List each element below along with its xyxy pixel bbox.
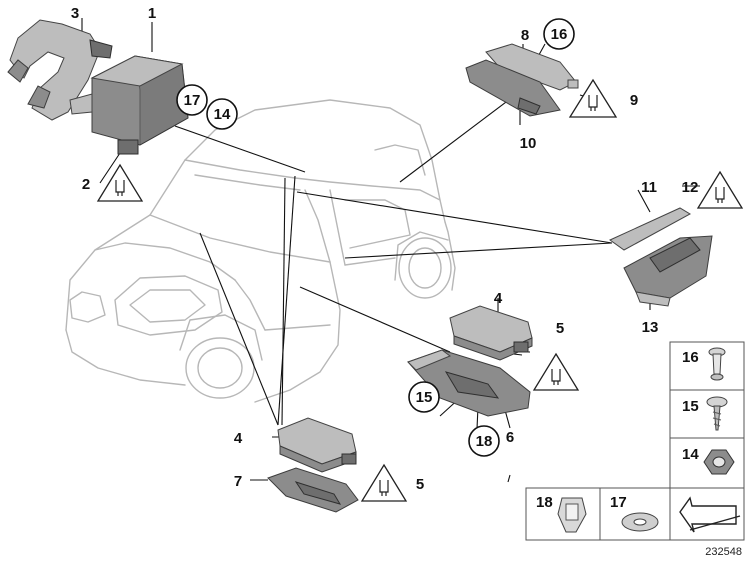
circle-callout-14: 14 — [206, 98, 238, 130]
legend-14-label: 14 — [682, 446, 699, 463]
callout-15-label: 15 — [416, 389, 433, 406]
callout-6: 6 — [506, 429, 514, 446]
legend-17-label: 17 — [610, 494, 627, 511]
small-parts-legend: 16 15 14 18 17 — [525, 341, 745, 541]
warning-triangle-9 — [568, 78, 618, 118]
legend-18-label: 18 — [536, 494, 553, 511]
legend-16-label: 16 — [682, 349, 699, 366]
legend-15-label: 15 — [682, 398, 699, 415]
warning-triangle-12 — [696, 170, 744, 209]
callout-5-right: 5 — [556, 320, 564, 337]
screw-icon — [706, 396, 728, 431]
circle-callout-17: 17 — [176, 84, 208, 116]
part-module-lower — [277, 417, 357, 473]
warning-triangle-5-lower — [360, 463, 408, 502]
part-holder-right — [407, 349, 531, 417]
callout-7: 7 — [234, 473, 242, 490]
callout-8: 8 — [521, 27, 529, 44]
circle-callout-15: 15 — [408, 381, 440, 413]
part-module-right — [449, 305, 533, 361]
callout-3: 3 — [71, 5, 79, 22]
callout-14-label: 14 — [214, 106, 231, 123]
reference-number: 232548 — [705, 546, 742, 558]
washer-icon — [621, 512, 659, 532]
callout-18-label: 18 — [476, 433, 493, 450]
circle-callout-16: 16 — [543, 18, 575, 50]
warning-triangle-5-right — [532, 352, 580, 391]
arrow-symbol-icon — [679, 496, 741, 533]
part-control-unit — [69, 55, 189, 155]
part-bracket — [7, 19, 113, 121]
callout-12: 12 — [682, 179, 699, 196]
warning-triangle-2 — [96, 163, 144, 202]
callout-13: 13 — [642, 319, 659, 336]
callout-9: 9 — [630, 92, 638, 109]
callout-4-lower: 4 — [234, 430, 243, 447]
rivet-icon — [708, 347, 726, 381]
callout-1: 1 — [148, 5, 156, 22]
callout-17-label: 17 — [184, 92, 201, 109]
leader-lines — [81, 18, 700, 483]
clip-icon — [557, 497, 587, 533]
callout-16-label: 16 — [551, 26, 568, 43]
callout-10: 10 — [520, 135, 537, 152]
callout-11: 11 — [641, 179, 657, 196]
circle-callout-18: 18 — [468, 425, 500, 457]
part-holder-lower — [267, 467, 359, 513]
part-rear-holder — [609, 207, 713, 307]
callout-4-right: 4 — [494, 290, 503, 307]
car-outline — [65, 99, 456, 403]
callout-5-lower: 5 — [416, 476, 424, 493]
nut-icon — [703, 449, 735, 475]
callout-2: 2 — [82, 176, 90, 193]
part-upper-holder — [465, 43, 579, 117]
